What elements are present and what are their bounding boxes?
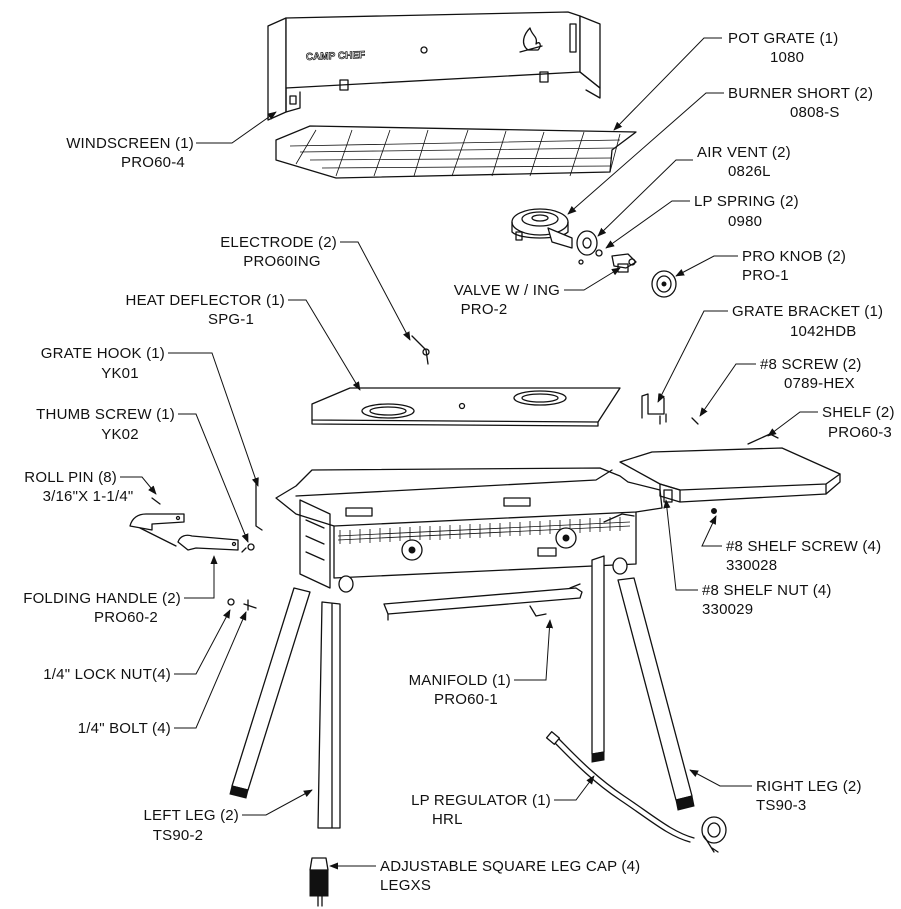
bolt-part <box>243 599 257 611</box>
label-heat-deflector-code: SPG-1 <box>208 311 254 328</box>
label-windscreen-name: WINDSCREEN (1) <box>66 135 194 152</box>
label-roll-pin-code: 3/16"X 1-1/4" <box>43 488 134 505</box>
label-manifold-code: PRO60-1 <box>434 691 498 708</box>
label-shelf-code: PRO60-3 <box>828 424 892 441</box>
right-leg-part <box>617 577 695 811</box>
lp-spring-part <box>595 249 603 257</box>
label-electrode-code: PRO60ING <box>243 253 320 270</box>
label-grate-bracket-code: 1042HDB <box>790 323 856 340</box>
valve-part <box>611 253 637 273</box>
label-screw-8-code: 0789-HEX <box>784 375 855 392</box>
label-thumb-screw-code: YK02 <box>101 426 139 443</box>
label-pro-knob-name: PRO KNOB (2) <box>742 248 846 265</box>
label-screw-8-name: #8 SCREW (2) <box>760 356 862 373</box>
screw-8-part <box>691 417 699 425</box>
label-lp-regulator-name: LP REGULATOR (1) <box>411 792 551 809</box>
label-lp-spring-name: LP SPRING (2) <box>694 193 799 210</box>
label-pot-grate-name: POT GRATE (1) <box>728 30 838 47</box>
label-grate-bracket-name: GRATE BRACKET (1) <box>732 303 883 320</box>
label-leg-cap-name: ADJUSTABLE SQUARE LEG CAP (4) <box>380 858 640 875</box>
label-shelf-screw-name: #8 SHELF SCREW (4) <box>726 538 881 555</box>
label-folding-handle-name: FOLDING HANDLE (2) <box>23 590 181 607</box>
label-left-leg-name: LEFT LEG (2) <box>144 807 239 824</box>
windscreen-part: CAMP CHEF <box>267 11 601 121</box>
grate-hook-part <box>255 481 263 531</box>
lp-regulator-part <box>545 731 727 853</box>
label-lock-nut-name: 1/4" LOCK NUT(4) <box>43 666 171 683</box>
left-leg-part <box>317 601 341 829</box>
label-right-leg-code: TS90-3 <box>756 797 806 814</box>
air-vent-part <box>576 230 598 265</box>
heat-deflector-part <box>311 387 621 427</box>
label-bolt-name: 1/4" BOLT (4) <box>78 720 171 737</box>
grate-bracket-part <box>641 393 667 425</box>
leader-lines <box>120 37 818 870</box>
pot-grate-part <box>275 125 637 179</box>
label-leg-cap-code: LEGXS <box>380 877 431 894</box>
thumb-screw-part <box>241 543 255 553</box>
leg-cap-part <box>309 857 329 907</box>
label-heat-deflector-name: HEAT DEFLECTOR (1) <box>126 292 285 309</box>
roll-pin-part <box>151 497 161 505</box>
label-folding-handle-code: PRO60-2 <box>94 609 158 626</box>
lock-nut-part <box>227 598 235 606</box>
label-valve-code: PRO-2 <box>461 301 508 318</box>
flame-logo-icon <box>519 27 543 53</box>
label-pot-grate-code: 1080 <box>770 49 804 66</box>
callout-labels: WINDSCREEN (1) PRO60-4 POT GRATE (1) 108… <box>23 30 894 894</box>
label-burner-short-name: BURNER SHORT (2) <box>728 85 873 102</box>
label-pro-knob-code: PRO-1 <box>742 267 789 284</box>
label-windscreen-code: PRO60-4 <box>121 154 185 171</box>
label-air-vent-code: 0826L <box>728 163 771 180</box>
electrode-part <box>411 335 430 365</box>
label-lp-regulator-code: HRL <box>432 811 463 828</box>
manifold-part <box>383 583 583 621</box>
main-body-part <box>275 467 663 593</box>
label-manifold-name: MANIFOLD (1) <box>409 672 511 689</box>
left-leg-back-part <box>229 587 311 799</box>
label-shelf-nut-name: #8 SHELF NUT (4) <box>702 582 832 599</box>
label-roll-pin-name: ROLL PIN (8) <box>24 469 117 486</box>
label-lp-spring-code: 0980 <box>728 213 762 230</box>
label-burner-short-code: 0808-S <box>790 104 840 121</box>
right-leg-back-part <box>591 555 605 763</box>
label-shelf-nut-code: 330029 <box>702 601 753 618</box>
label-shelf-screw-code: 330028 <box>726 557 777 574</box>
label-thumb-screw-name: THUMB SCREW (1) <box>36 406 175 423</box>
burner-part <box>511 208 573 249</box>
label-left-leg-code: TS90-2 <box>153 827 203 844</box>
label-grate-hook-name: GRATE HOOK (1) <box>41 345 165 362</box>
label-grate-hook-code: YK01 <box>101 365 139 382</box>
windscreen-logo-text: CAMP CHEF <box>306 50 366 63</box>
label-valve-name: VALVE W / ING <box>454 282 560 299</box>
pro-knob-part <box>651 270 677 298</box>
folding-handle-part <box>129 513 239 551</box>
label-right-leg-name: RIGHT LEG (2) <box>756 778 862 795</box>
shelf-screw-part <box>711 508 717 514</box>
label-shelf-name: SHELF (2) <box>822 404 895 421</box>
label-air-vent-name: AIR VENT (2) <box>697 144 791 161</box>
label-electrode-name: ELECTRODE (2) <box>220 234 337 251</box>
